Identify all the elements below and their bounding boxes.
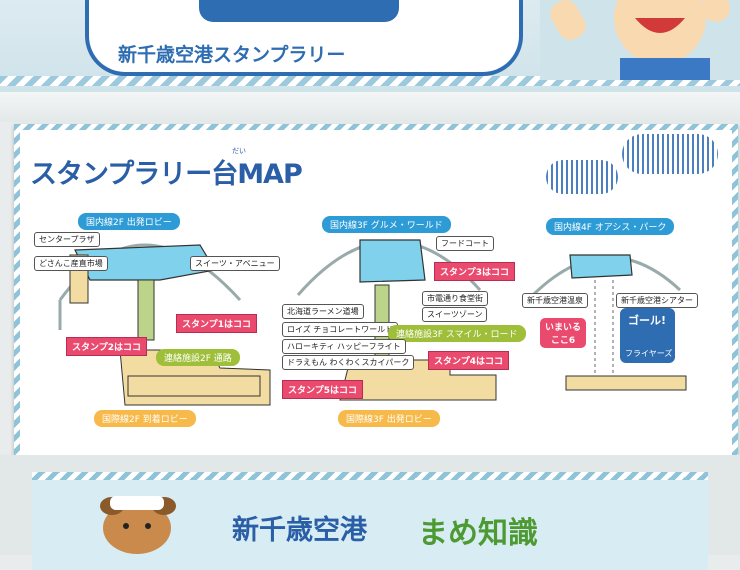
here-top-text: いまいる <box>545 323 582 333</box>
stamp-4: スタンプ4はココ <box>428 351 509 370</box>
banner-plate <box>85 0 523 76</box>
area-sweets-avenue: スイーツ・アベニュー <box>190 256 280 271</box>
area-shiden-dori: 市電通り食堂街 <box>422 291 488 306</box>
banner-stripe <box>0 76 740 86</box>
intl-2f-label: 国際線2F 到着ロビー <box>94 410 196 427</box>
floor-maps <box>58 239 687 406</box>
area-food-court: フードコート <box>436 236 494 251</box>
mascot-shirt <box>620 58 710 80</box>
frame-band <box>0 92 740 122</box>
mascot-hand <box>702 0 730 22</box>
title-ruby: だい <box>232 147 246 155</box>
cloud-decoration-top <box>622 134 718 174</box>
area-hello-kitty: ハローキティ ハッピーフライト <box>282 339 406 354</box>
cloud-decoration-small <box>546 160 618 194</box>
banner-logo-block <box>199 0 399 22</box>
area-center-plaza: センタープラザ <box>34 232 100 247</box>
area-onsen: 新千歳空港温泉 <box>522 293 588 308</box>
area-royce: ロイズ チョコレートワールド <box>282 322 399 337</box>
mascot-arm <box>550 0 586 40</box>
floor-label-2f: 国内線2F 出発ロビー <box>78 213 180 230</box>
link-2f-label: 連絡施設2F 通路 <box>156 349 240 366</box>
goal-sign <box>620 308 675 363</box>
bottom-title-trivia: まめ知識 <box>418 516 538 551</box>
current-location-6: いまいる ここ6 <box>540 318 587 348</box>
area-theater: 新千歳空港シアター <box>616 293 698 308</box>
intl-3f-label: 国際線3F 出発ロビー <box>338 410 440 427</box>
map-3f-drawing <box>296 239 497 401</box>
stamp-1: スタンプ1はココ <box>176 314 257 333</box>
floor-label-3f: 国内線3F グルメ・ワールド <box>322 216 451 233</box>
stamp-2: スタンプ2はココ <box>66 337 147 356</box>
area-dosanko-market: どさんこ産直市場 <box>34 256 108 271</box>
map-4f-drawing <box>526 254 687 391</box>
board-title: スタンプラリー台MAP <box>30 159 303 190</box>
area-doraemon: ドラえもん わくわくスカイパーク <box>282 355 415 370</box>
stamp-3: スタンプ3はココ <box>434 262 515 281</box>
stamp-5: スタンプ5はココ <box>282 380 363 399</box>
here-bottom-text: ここ6 <box>550 336 576 346</box>
goal-text: ゴール! <box>628 314 667 327</box>
banner-title: 新千歳空港スタンプラリー <box>118 44 346 66</box>
dog-mascot-icon <box>100 496 176 554</box>
link-3f-label: 連絡施設3F スマイル・ロード <box>388 325 526 342</box>
mascot-mouth <box>635 18 685 33</box>
floor-label-4f: 国内線4F オアシス・パーク <box>546 218 675 235</box>
area-sweets-zone: スイーツゾーン <box>422 307 488 322</box>
flyers-text: フライヤーズ <box>625 349 673 358</box>
bottom-title-airport: 新千歳空港 <box>232 515 367 546</box>
area-ramen-dojo: 北海道ラーメン道場 <box>282 304 364 319</box>
mascot-illustration <box>540 0 740 80</box>
